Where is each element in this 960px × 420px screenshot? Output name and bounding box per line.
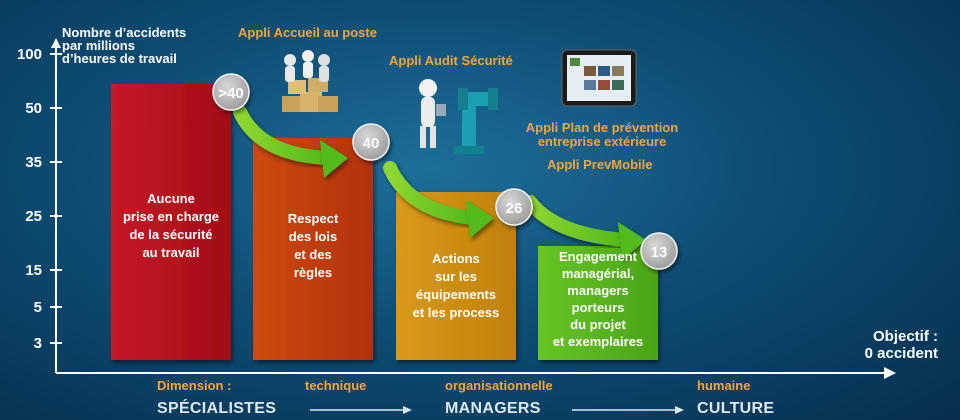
y-tick-label: 15 (25, 262, 42, 279)
bar (111, 84, 231, 360)
transition-arrow-shaft (523, 195, 633, 247)
y-axis-arrowhead (51, 38, 61, 48)
pipe-inspector-illustration (419, 79, 498, 154)
dimension-organisationnelle: organisationnelle (445, 378, 553, 393)
value-circle (640, 232, 678, 270)
tablet-illustration (561, 49, 637, 107)
value-circle (212, 73, 250, 111)
value-label: 13 (651, 244, 668, 261)
y-tick-label: 50 (25, 100, 42, 117)
people-boxes-illustration (282, 50, 338, 112)
y-tick-label: 35 (25, 154, 42, 171)
dimension-label: Dimension : (157, 378, 232, 393)
x-axis-arrowhead (884, 367, 896, 379)
app-label-prevmobile: Appli PrevMobile (547, 157, 653, 172)
stage-specialistes: SPÉCIALISTES (157, 400, 277, 417)
transition-arrow-head (618, 222, 646, 260)
objective-label: Objectif :0 accident (864, 328, 938, 362)
app-label-audit: Appli Audit Sécurité (389, 53, 513, 68)
value-circle (352, 123, 390, 161)
app-label-accueil: Appli Accueil au poste (238, 25, 377, 40)
transition-arrow-shaft (383, 161, 481, 225)
dimension-technique: technique (305, 378, 367, 393)
dimension-humaine: humaine (697, 378, 751, 393)
value-label: >40 (218, 85, 243, 102)
y-tick-label: 5 (34, 299, 42, 316)
y-tick-label: 100 (17, 46, 42, 63)
transition-arrow-shaft (233, 105, 335, 165)
bar (538, 246, 658, 360)
value-label: 26 (506, 200, 523, 217)
value-label: 40 (363, 135, 380, 152)
y-tick-label: 25 (25, 208, 42, 225)
bar (253, 138, 373, 360)
transition-arrow-head (320, 140, 348, 178)
stage-culture: CULTURE (697, 400, 775, 417)
transition-arrow-head (466, 200, 494, 238)
y-tick-label: 3 (34, 335, 42, 352)
stage-managers: MANAGERS (445, 400, 541, 417)
value-circle (495, 188, 533, 226)
